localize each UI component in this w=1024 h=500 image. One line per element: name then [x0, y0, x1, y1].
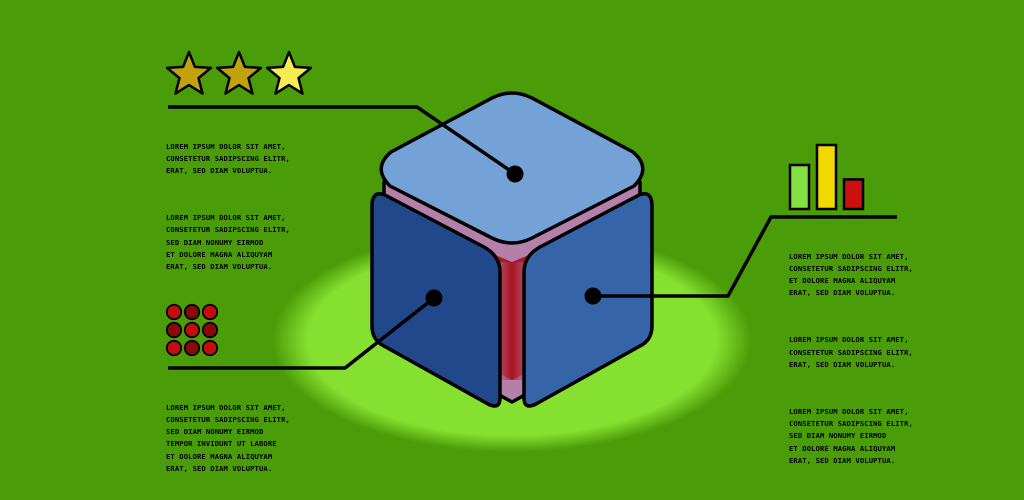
cube-diagram	[370, 91, 654, 408]
paragraph: LOREM IPSUM DOLOR SIT AMET, CONSETETUR S…	[789, 335, 913, 369]
connector-left	[168, 296, 436, 370]
connector-right	[593, 215, 897, 298]
anchor-dot-top	[506, 165, 524, 183]
mini-bar	[815, 143, 838, 211]
grid-dot	[201, 339, 219, 357]
grid-dot	[165, 303, 183, 321]
paragraph: LOREM IPSUM DOLOR SIT AMET, CONSETETUR S…	[166, 141, 290, 176]
dot-grid-icon	[165, 303, 219, 357]
paragraph: LOREM IPSUM DOLOR SIT AMET, CONSETETUR S…	[789, 251, 913, 298]
paragraph: LOREM IPSUM DOLOR SIT AMET, CONSETETUR S…	[166, 402, 290, 474]
star-filled-icon	[215, 50, 263, 95]
text-block-bottom-left: LOREM IPSUM DOLOR SIT AMET, CONSETETUR S…	[166, 377, 290, 498]
grid-dot	[183, 303, 201, 321]
grid-dot	[201, 321, 219, 339]
mini-bar	[788, 163, 811, 211]
rating-stars	[165, 50, 313, 95]
bar-chart-icon	[788, 143, 865, 211]
grid-dot	[165, 339, 183, 357]
text-block-top-left: LOREM IPSUM DOLOR SIT AMET, CONSETETUR S…	[166, 116, 290, 296]
paragraph: LOREM IPSUM DOLOR SIT AMET, CONSETETUR S…	[166, 213, 290, 272]
grid-dot	[165, 321, 183, 339]
grid-dot	[183, 339, 201, 357]
connector-top	[168, 105, 516, 176]
mini-bar	[842, 178, 865, 211]
grid-dot	[183, 321, 201, 339]
star-filled-icon	[165, 50, 213, 95]
paragraph: LOREM IPSUM DOLOR SIT AMET, CONSETETUR S…	[789, 406, 913, 466]
text-block-right: LOREM IPSUM DOLOR SIT AMET, CONSETETUR S…	[789, 226, 913, 490]
grid-dot	[201, 303, 219, 321]
anchor-dot-right	[584, 287, 602, 305]
anchor-dot-left	[425, 289, 443, 307]
connector-lines	[168, 105, 897, 370]
star-empty-icon	[265, 50, 313, 95]
cube-core-glow-blend	[496, 262, 528, 380]
